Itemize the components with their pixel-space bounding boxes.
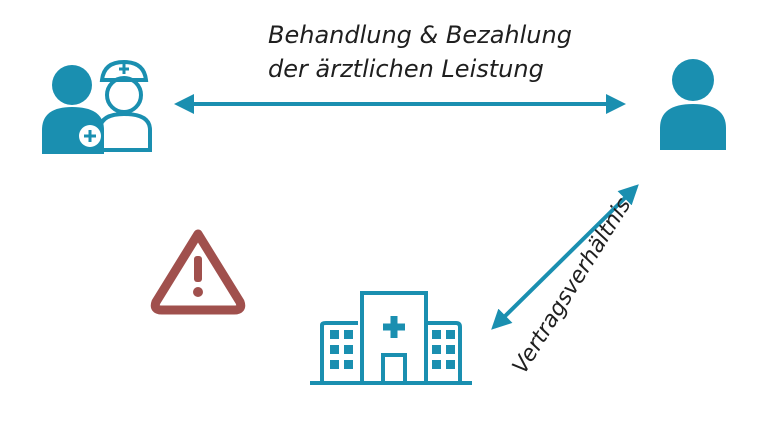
- doctor-nurse-icon: [42, 59, 152, 154]
- treatment-payment-label-line1: Behandlung & Bezahlung: [268, 21, 572, 49]
- treatment-payment-label-line2: der ärztlichen Leistung: [268, 55, 544, 83]
- hospital-icon: [310, 291, 472, 385]
- warning-icon: [150, 229, 246, 315]
- contract-arrow: [491, 184, 639, 330]
- treatment-payment-label: Behandlung & Bezahlung der ärztlichen Le…: [268, 18, 572, 86]
- person-icon: [660, 59, 726, 150]
